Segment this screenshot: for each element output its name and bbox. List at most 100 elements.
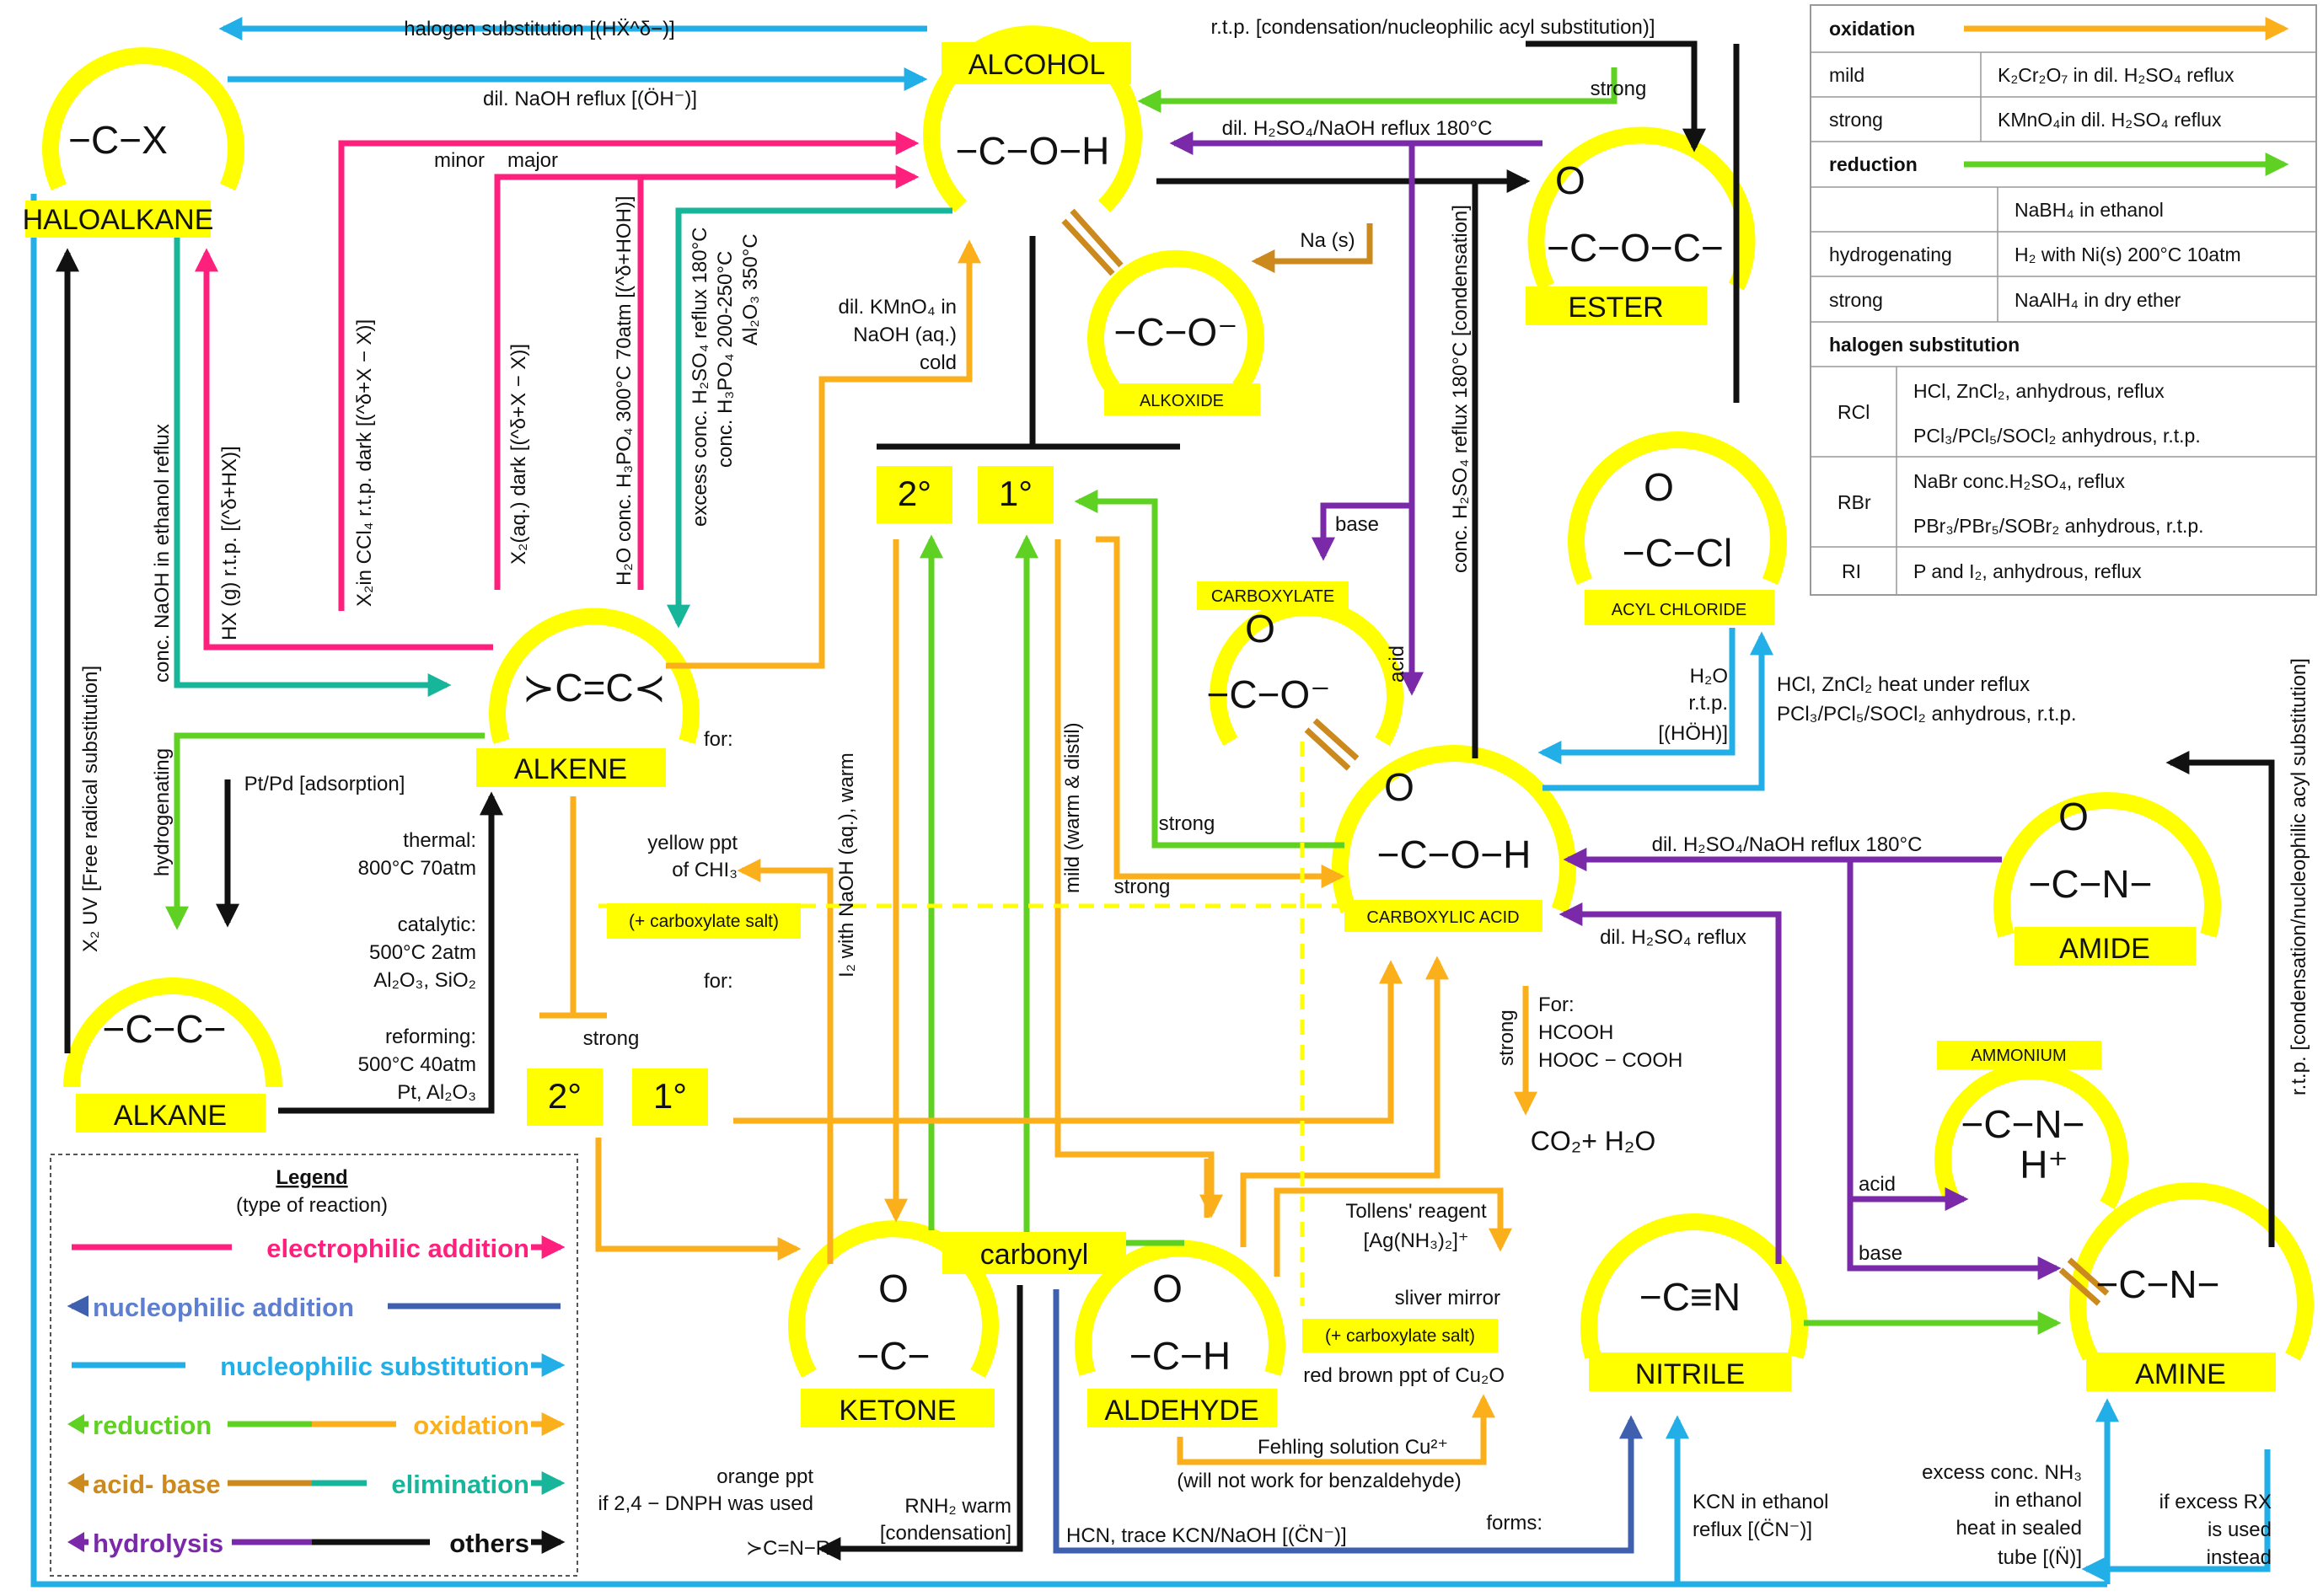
lbl-sliver-mirror: sliver mirror [1395,1287,1500,1309]
alkene-name: ALKENE [514,753,627,785]
lbl-excess-rx-3: instead [2207,1546,2272,1569]
lbl-conc-h2so4-side: conc. H₂SO₄ reflux 180°C [condensation] [1449,205,1472,573]
tbl-halogen: halogen substitution [1829,334,2020,356]
alcohol-1-box: 1° [999,474,1033,513]
legend-electrophilic: electrophilic addition [266,1234,529,1263]
amine-struct: −C−N− [2095,1262,2219,1306]
lbl-rtp-cond-side: r.t.p. [condensation/nucleophilic acyl s… [2288,658,2310,1095]
lbl-catalytic-2: 500°C 2atm [369,941,476,964]
lbl-excess-rx-1: if excess RX [2159,1491,2272,1513]
arrow-x2-ccl4 [338,131,920,611]
carboxylate-name: CARBOXYLATE [1211,587,1334,606]
alcohol-2b-box: 2° [548,1076,582,1116]
lbl-catalytic-3: Al₂O₃, SiO₂ [373,969,476,992]
lbl-x2-uv: X₂ UV [Free radical substitution] [79,666,102,952]
lbl-base2: base [1859,1242,1902,1265]
lbl-hydrogenating: hydrogenating [151,748,174,876]
arrow-alkene-kmno4 [666,239,981,669]
nitrile-struct: −C≡N [1639,1275,1741,1319]
arrow-1b-acid [733,960,1403,1124]
lbl-catalytic-1: catalytic: [398,913,476,936]
lbl-orange-2: if 2,4 − DNPH was used [598,1492,813,1515]
legend-reduction: reduction [93,1411,212,1440]
lbl-major: major [507,149,558,172]
lbl-kmno4-3: cold [920,351,957,374]
arrow-x2-aq [494,165,920,590]
ester-struct-top: O [1555,158,1585,202]
acyl-struct: −C−Cl [1623,531,1732,575]
lbl-for-hcooh-1: For: [1538,993,1575,1016]
lbl-h2o-rtp-2: r.t.p. [1688,692,1728,715]
alkane-name: ALKANE [114,1100,227,1132]
node-labels: HALOALKANE −C−X ALCOHOL −C−O−H ALKOXIDE … [23,42,2276,1427]
lbl-rtp-cond: r.t.p. [condensation/nucleophilic acyl s… [1211,16,1655,39]
lbl-h2o-conc: H₂O conc. H₃PO₄ 300°C 70atm [(^δ+HOH)] [613,195,636,586]
lbl-acid2: acid [1859,1173,1896,1196]
lbl-rnh2-1: RNH₂ warm [904,1495,1011,1518]
ester-struct: −C−O−C− [1547,226,1724,270]
lbl-pt-pd: Pt/Pd [adsorption] [244,773,405,795]
legend-title: Legend [276,1166,347,1189]
aldehyde-arc [1075,1240,1285,1376]
acylchloride-arc [1568,431,1787,585]
lbl-reforming-1: reforming: [385,1026,476,1048]
legend: Legend (type of reaction) electrophilic … [50,1154,578,1577]
lbl-kcn-2: reflux [(C̈N⁻)] [1693,1518,1812,1541]
carboxylic-name: CARBOXYLIC ACID [1366,908,1519,927]
lbl-for-2: for: [704,970,733,993]
conditions-table: oxidation mild K₂Cr₂O₇ in dil. H₂SO₄ ref… [1810,4,2317,596]
lbl-for-hcooh-2: HCOOH [1538,1021,1613,1044]
lbl-co2-h2o: CO₂+ H₂O [1531,1126,1655,1156]
arrow-ammonium-acidbase [2058,1257,2110,1306]
arrow-excess-rx [2081,1449,2271,1581]
arrow-2b-ketone [595,1138,802,1261]
tbl-rbr-1: NaBr conc.H₂SO₄, reflux [1913,470,2125,492]
lbl-conc-h3po4: conc. H₃PO₄ 200-250°C [714,251,737,468]
arrow-aldehyde-acid [1240,956,1449,1247]
tbl-reduction: reduction [1829,153,1918,175]
tbl-rcl-1: HCl, ZnCl₂, anhydrous, reflux [1913,380,2165,402]
ketone-struct-top: O [878,1267,909,1310]
lbl-fehling-2: (will not work for benzaldehyde) [1177,1470,1462,1492]
nitrile-name: NITRILE [1635,1358,1745,1390]
lbl-al2o3: Al₂O₃ 350°C [739,233,762,345]
lbl-kcn-1: KCN in ethanol [1693,1491,1828,1513]
alcohol-2-box: 2° [898,474,931,513]
legend-hydrolysis: hydrolysis [93,1529,223,1558]
amide-arc [1993,792,2221,938]
lbl-hcn: HCN, trace KCN/NaOH [(C̈N⁻)] [1066,1524,1347,1547]
lbl-kmno4-2: NaOH (aq.) [853,324,957,346]
lbl-excess-conc: excess conc. H₂SO₄ reflux 180°C [689,227,711,527]
tbl-h2-ni: H₂ with Ni(s) 200°C 10atm [2015,244,2241,265]
alkoxide-arc [1087,249,1264,394]
lbl-forms: forms: [1486,1512,1542,1534]
arrow-alkoxide-acidbase [1061,208,1124,276]
carboxylic-struct: −C−O−H [1377,833,1532,876]
tbl-nalh4: NaAlH₄ in dry ether [2015,289,2181,311]
tbl-ri: RI [1842,560,1861,582]
arrow-rtp-cond-top [1526,40,1706,153]
amine-name: AMINE [2135,1358,2226,1390]
arrow-excess-conc [667,207,952,629]
alkane-arc [63,977,282,1088]
alkoxide-name: ALKOXIDE [1140,392,1224,410]
arrow-acid-1 [1074,490,1344,849]
arrow-1-acid [1096,536,1345,888]
carboxylate-struct-top: O [1245,607,1275,651]
arrow-alcohol-12 [877,236,1180,450]
aldehyde-struct-top: O [1152,1267,1183,1310]
lbl-thermal-2: 800°C 70atm [358,857,476,880]
carbonyl-name: carbonyl [980,1239,1089,1271]
legend-others: others [449,1529,529,1558]
lbl-base: base [1335,513,1379,536]
lbl-i2-naoh: I₂ with NaOH (aq.), warm [835,752,858,977]
haloalkane-arc [42,47,244,191]
arrow-amine-amide [2165,751,2275,1247]
arrow-hcn [1053,1289,1643,1554]
lbl-for-1: for: [704,728,733,751]
amide-name: AMIDE [2059,933,2150,965]
lbl-nh3-2: in ethanol [1994,1489,2082,1512]
tbl-ri-1: P and I₂, anhydrous, reflux [1913,560,2142,582]
lbl-acid: acid [1386,645,1408,683]
lbl-orange-1: orange ppt [716,1465,813,1488]
